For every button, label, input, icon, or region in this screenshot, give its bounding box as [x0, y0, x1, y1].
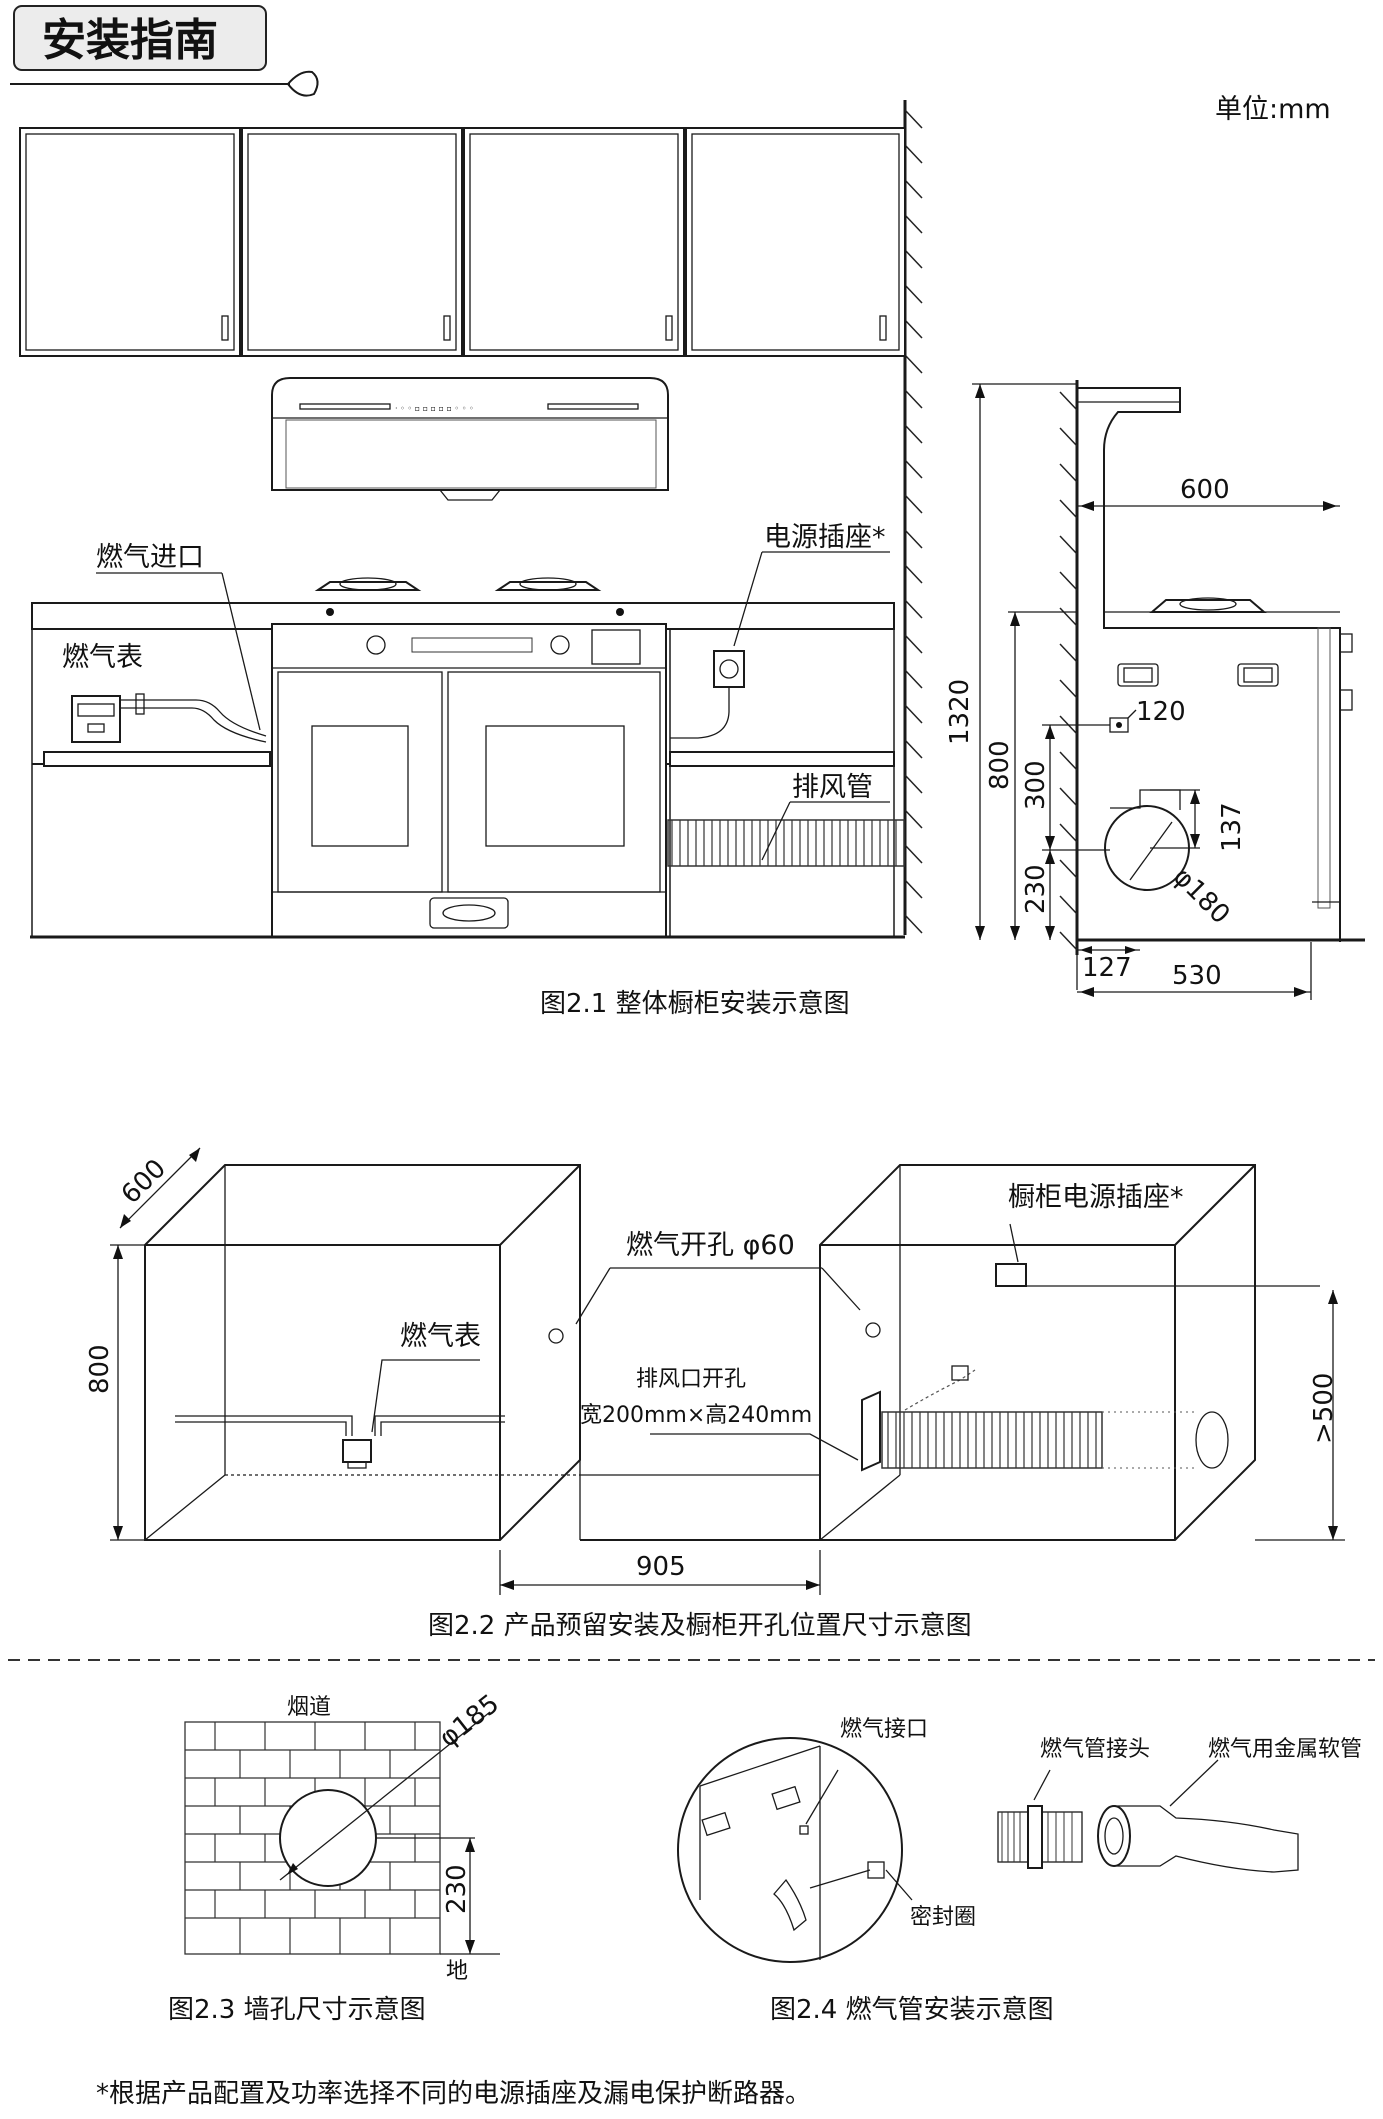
dim-300-side: 300: [1021, 760, 1051, 810]
dim-phi185: φ185: [434, 1689, 505, 1754]
unit-label: 单位:mm: [1215, 94, 1331, 125]
gas-meter-label-2: 燃气表: [400, 1321, 481, 1352]
exhaust-hole-title: 排风口开孔: [636, 1367, 746, 1392]
title-tab: 安装指南: [10, 5, 319, 97]
exhaust-duct-front: [667, 819, 905, 867]
figure-2-1-front-view: · ◦ ◦ ▫ ▫ ▫ ▫ ▫ ◦ ◦ ◦: [19, 100, 923, 939]
dim-500: >500: [1309, 1373, 1339, 1444]
figure-2-1-caption: 图2.1 整体橱柜安装示意图: [540, 989, 850, 1019]
exhaust-duct-cabinet: [861, 1365, 1229, 1472]
flue-label: 烟道: [287, 1695, 331, 1720]
exhaust-pipe-label: 排风管: [792, 772, 873, 803]
figure-2-4-gas-pipe: 燃气接口 密封圈 燃气管接头 燃气用金属软管: [677, 1717, 1362, 1963]
svg-text:· ◦ ◦ ▫ ▫ ▫ ▫ ▫ ◦ ◦ ◦: · ◦ ◦ ▫ ▫ ▫ ▫ ▫ ◦ ◦ ◦: [395, 404, 474, 413]
dim-127-side: 127: [1082, 953, 1132, 983]
gas-port-label: 燃气接口: [840, 1717, 928, 1742]
dim-600-cabinet: 600: [116, 1154, 172, 1210]
dim-905: 905: [636, 1552, 686, 1582]
pipe-joint-label: 燃气管接头: [1040, 1737, 1150, 1762]
cabinet-socket-label: 橱柜电源插座*: [1008, 1182, 1184, 1213]
exhaust-hole-size: 宽200mm×高240mm: [580, 1403, 812, 1428]
dim-800-side: 800: [985, 740, 1015, 790]
footnote: *根据产品配置及功率选择不同的电源插座及漏电保护断路器。: [96, 2079, 811, 2109]
metal-hose-label: 燃气用金属软管: [1208, 1737, 1362, 1762]
dim-phi180-side: φ180: [1167, 862, 1235, 930]
figure-2-2-cabinet-openings: 燃气开孔 φ60 燃气表 排风口开孔 宽200mm×高240mm 橱柜电源插座*: [85, 1147, 1345, 1595]
ground-label: 地: [446, 1959, 468, 1984]
figure-2-3-wall-hole: 烟道 φ185 230 地: [184, 1689, 505, 1984]
dim-230-wall: 230: [442, 1864, 472, 1914]
gas-meter-label: 燃气表: [62, 642, 143, 673]
seal-ring-label: 密封圈: [910, 1905, 976, 1930]
gas-inlet-label: 燃气进口: [96, 542, 204, 573]
dim-120-side: 120: [1136, 697, 1186, 727]
page-title: 安装指南: [42, 15, 218, 66]
gas-hole-label: 燃气开孔 φ60: [626, 1230, 795, 1261]
figure-2-3-caption: 图2.3 墙孔尺寸示意图: [168, 1995, 426, 2025]
dim-600-side: 600: [1180, 475, 1230, 505]
dim-530-side: 530: [1172, 961, 1222, 991]
dim-137-side: 137: [1217, 802, 1247, 852]
figure-2-2-caption: 图2.2 产品预留安装及橱柜开孔位置尺寸示意图: [428, 1611, 972, 1641]
dim-800-cabinet: 800: [85, 1344, 115, 1394]
dim-230-side: 230: [1021, 864, 1051, 914]
figure-2-1-side-view: 600 1320 800 300 230 120 137 φ180 127 53…: [945, 380, 1365, 1000]
power-socket-label: 电源插座*: [764, 522, 886, 553]
figure-2-4-caption: 图2.4 燃气管安装示意图: [770, 1995, 1054, 2025]
dim-1320: 1320: [945, 679, 975, 745]
